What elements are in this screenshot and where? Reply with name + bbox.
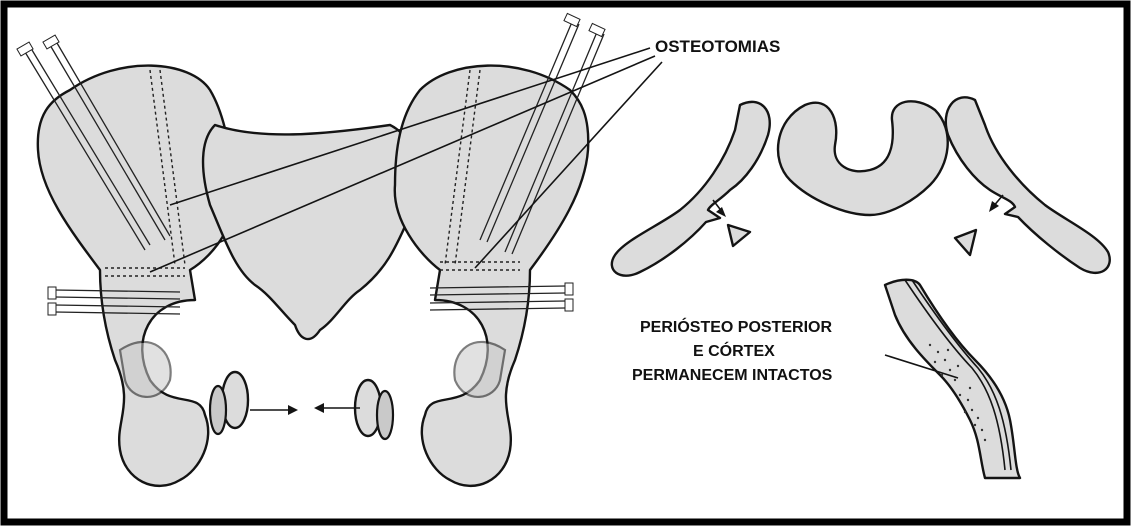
osteotomies-label: OSTEOTOMIAS	[655, 37, 780, 56]
periosteum-label-line3: PERMANECEM INTACTOS	[632, 367, 833, 384]
periosteum-label-line1: PERIÓSTEO POSTERIOR	[640, 317, 832, 336]
periosteum-label-line2: E CÓRTEX	[693, 341, 775, 360]
